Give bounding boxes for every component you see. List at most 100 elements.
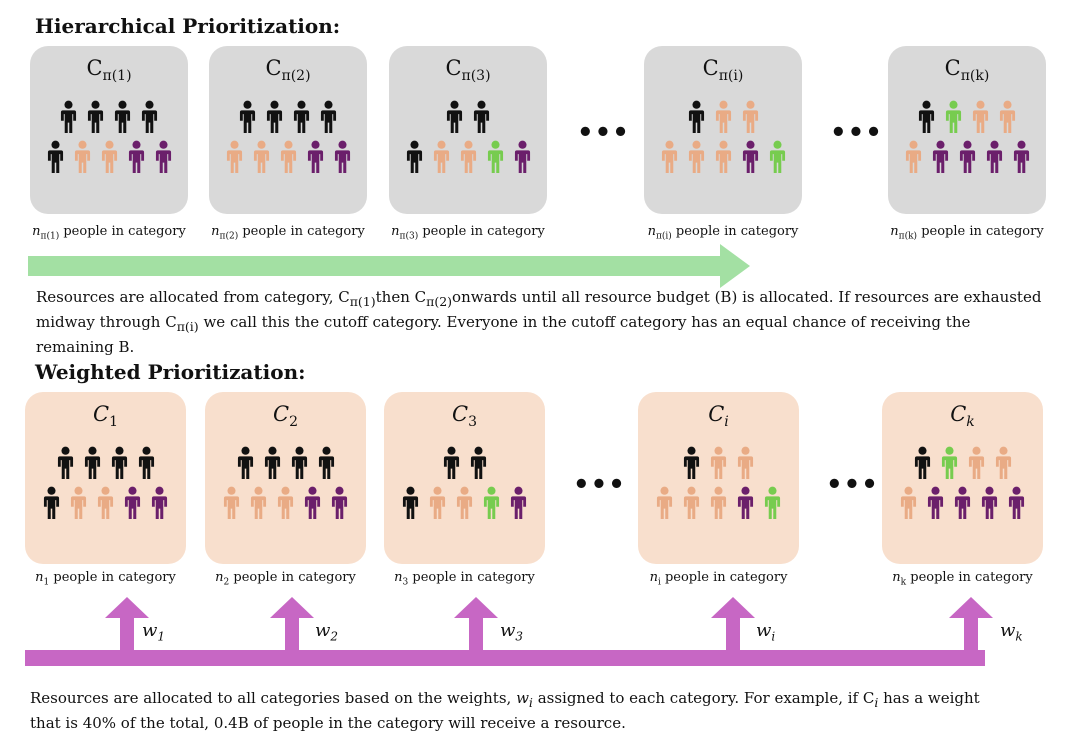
people-row	[25, 446, 186, 480]
person-icon	[114, 100, 131, 134]
weighted-category-caption: n3 people in category	[394, 570, 535, 588]
hierarchical-category-caption: nπ(1) people in category	[32, 224, 186, 242]
weighted-paragraph: Resources are allocated to all categorie…	[30, 689, 980, 732]
person-icon	[959, 140, 975, 174]
category-label: Cπ(3)	[445, 56, 491, 85]
person-icon	[155, 140, 171, 174]
person-icon	[293, 100, 310, 134]
person-icon	[932, 140, 948, 174]
person-icon	[764, 486, 781, 520]
person-icon	[128, 140, 144, 174]
person-icon	[456, 486, 473, 520]
person-icon	[941, 446, 957, 480]
person-icon	[688, 140, 704, 174]
people-row	[638, 486, 799, 520]
weighted-category-box: Ck	[882, 392, 1043, 564]
people-row	[389, 100, 547, 134]
weighted-category-box: C2	[205, 392, 366, 564]
category-label: Cπ(2)	[265, 56, 311, 85]
people-row	[384, 486, 545, 520]
weight-label: wi	[756, 620, 776, 644]
person-icon	[223, 486, 240, 520]
person-icon	[239, 100, 256, 134]
hierarchical-category-caption: nπ(k) people in category	[890, 224, 1044, 242]
person-icon	[995, 446, 1011, 480]
person-icon	[280, 140, 296, 174]
person-icon	[101, 140, 117, 174]
weighted-category-box: Ci	[638, 392, 799, 564]
weight-label: wk	[1000, 620, 1023, 644]
person-icon	[900, 486, 917, 520]
people-row	[888, 140, 1046, 174]
person-icon	[141, 100, 158, 134]
weighted-category-caption: n1 people in category	[35, 570, 176, 588]
hierarchical-category-box: Cπ(2)	[209, 46, 367, 214]
weighted-category-caption: nk people in category	[892, 570, 1033, 588]
person-icon	[769, 140, 785, 174]
person-icon	[60, 100, 77, 134]
person-icon	[945, 100, 962, 134]
hierarchical-category-box: Cπ(i)	[644, 46, 802, 214]
category-label: Cπ(k)	[944, 56, 990, 85]
person-icon	[43, 486, 60, 520]
weighted-category-box: C3	[384, 392, 545, 564]
person-icon	[331, 486, 348, 520]
person-icon	[226, 140, 242, 174]
person-icon	[84, 446, 100, 480]
people-row	[25, 486, 186, 520]
people-row	[209, 140, 367, 174]
person-icon	[510, 486, 527, 520]
person-icon	[1008, 486, 1025, 520]
people-row	[882, 486, 1043, 520]
person-icon	[253, 140, 269, 174]
person-icon	[250, 486, 267, 520]
person-icon	[47, 140, 63, 174]
person-icon	[307, 140, 323, 174]
person-icon	[483, 486, 500, 520]
hierarchical-category-caption: nπ(3) people in category	[391, 224, 545, 242]
people-row	[644, 100, 802, 134]
person-icon	[688, 100, 704, 134]
person-icon	[981, 486, 998, 520]
person-icon	[715, 140, 731, 174]
person-icon	[291, 446, 307, 480]
category-label: C2	[273, 402, 298, 431]
person-icon	[715, 100, 731, 134]
person-icon	[999, 100, 1016, 134]
person-icon	[334, 140, 350, 174]
hierarchical-category-box: Cπ(k)	[888, 46, 1046, 214]
green-progression-arrow	[28, 244, 750, 288]
category-label: Ci	[708, 402, 729, 431]
category-label: Cπ(i)	[702, 56, 744, 85]
weighted-category-caption: ni people in category	[649, 570, 788, 588]
person-icon	[918, 100, 935, 134]
category-label: Ck	[950, 402, 975, 431]
person-icon	[470, 446, 486, 480]
hierarchical-category-box: Cπ(3)	[389, 46, 547, 214]
person-icon	[1013, 140, 1029, 174]
person-icon	[460, 140, 476, 174]
people-row	[384, 446, 545, 480]
person-icon	[710, 446, 727, 480]
people-row	[644, 140, 802, 174]
person-icon	[683, 486, 700, 520]
people-row	[30, 100, 188, 134]
person-icon	[151, 486, 168, 520]
person-icon	[737, 446, 754, 480]
ellipsis-weighted-2: •••	[826, 470, 879, 500]
person-icon	[487, 140, 503, 174]
person-icon	[264, 446, 280, 480]
person-icon	[514, 140, 530, 174]
hierarchical-category-caption: nπ(2) people in category	[211, 224, 365, 242]
weighted-category-box: C1	[25, 392, 186, 564]
ellipsis-weighted-1: •••	[573, 470, 626, 500]
person-icon	[710, 486, 727, 520]
ellipsis-hierarchical-1: •••	[577, 118, 630, 148]
person-icon	[277, 486, 294, 520]
hierarchical-category-box: Cπ(1)	[30, 46, 188, 214]
person-icon	[927, 486, 944, 520]
person-icon	[97, 486, 114, 520]
weighted-title: Weighted Prioritization:	[35, 360, 306, 384]
person-icon	[473, 100, 490, 134]
